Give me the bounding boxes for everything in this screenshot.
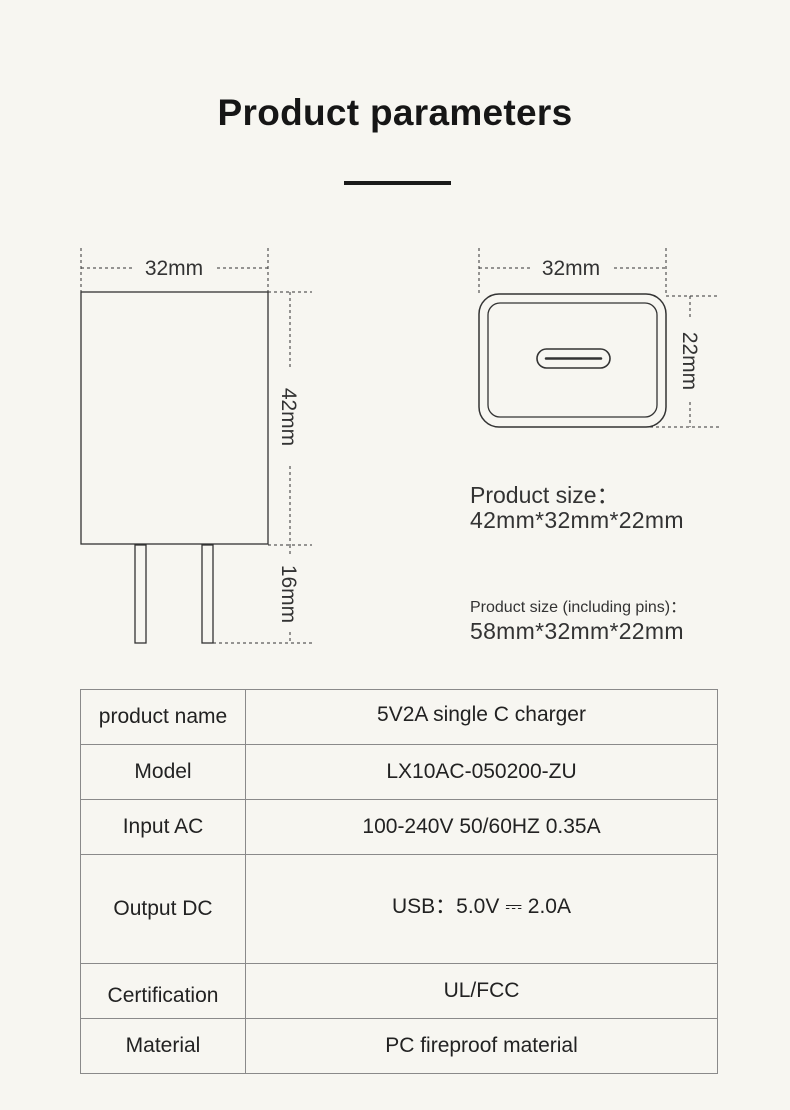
side-width-label: 32mm	[542, 257, 600, 280]
row-value: UL/FCC	[245, 963, 718, 1019]
row-value: USB：5.0V ⎓ 2.0A	[245, 854, 718, 964]
product-size-label: Product size：	[470, 482, 620, 508]
front-height-label: 42mm	[277, 388, 300, 446]
front-width-label: 32mm	[145, 257, 203, 280]
charger-front-body	[80, 291, 269, 545]
row-key: Material	[80, 1018, 246, 1074]
table-row: Material PC fireproof material	[80, 1018, 718, 1074]
page-title: Product parameters	[217, 92, 573, 133]
row-value: PC fireproof material	[245, 1018, 718, 1074]
row-value: 100-240V 50/60HZ 0.35A	[245, 799, 718, 855]
charger-side-outer	[478, 293, 667, 428]
table-row: Input AC 100-240V 50/60HZ 0.35A	[80, 799, 718, 855]
row-key: Input AC	[80, 799, 246, 855]
front-view	[80, 248, 312, 644]
product-size-value: 42mm*32mm*22mm	[470, 507, 684, 533]
row-value: 5V2A single C charger	[245, 689, 718, 745]
side-depth-label: 22mm	[678, 332, 701, 390]
product-size-pins-label: Product size (including pins)：	[470, 599, 687, 616]
table-row: product name 5V2A single C charger	[80, 689, 718, 745]
usb-c-port-icon	[536, 348, 611, 369]
pin-length-label: 16mm	[277, 565, 300, 623]
charger-side-inner	[487, 302, 658, 418]
side-view	[478, 248, 720, 428]
product-size-pins-value: 58mm*32mm*22mm	[470, 618, 684, 644]
table-row: Certification UL/FCC	[80, 963, 718, 1019]
charger-pin-right	[201, 544, 214, 644]
row-key: Model	[80, 744, 246, 800]
dimension-diagram: 32mm 42mm 16mm 32mm 22mm	[80, 248, 720, 644]
row-value: LX10AC-050200-ZU	[245, 744, 718, 800]
row-key: Output DC	[80, 854, 246, 964]
parameters-table: product name 5V2A single C charger Model…	[80, 689, 718, 1074]
table-row: Output DC USB：5.0V ⎓ 2.0A	[80, 854, 718, 964]
table-row: Model LX10AC-050200-ZU	[80, 744, 718, 800]
row-key: Certification	[80, 963, 246, 1019]
charger-pin-left	[134, 544, 147, 644]
row-key: product name	[80, 689, 246, 745]
title-underline	[344, 181, 451, 185]
